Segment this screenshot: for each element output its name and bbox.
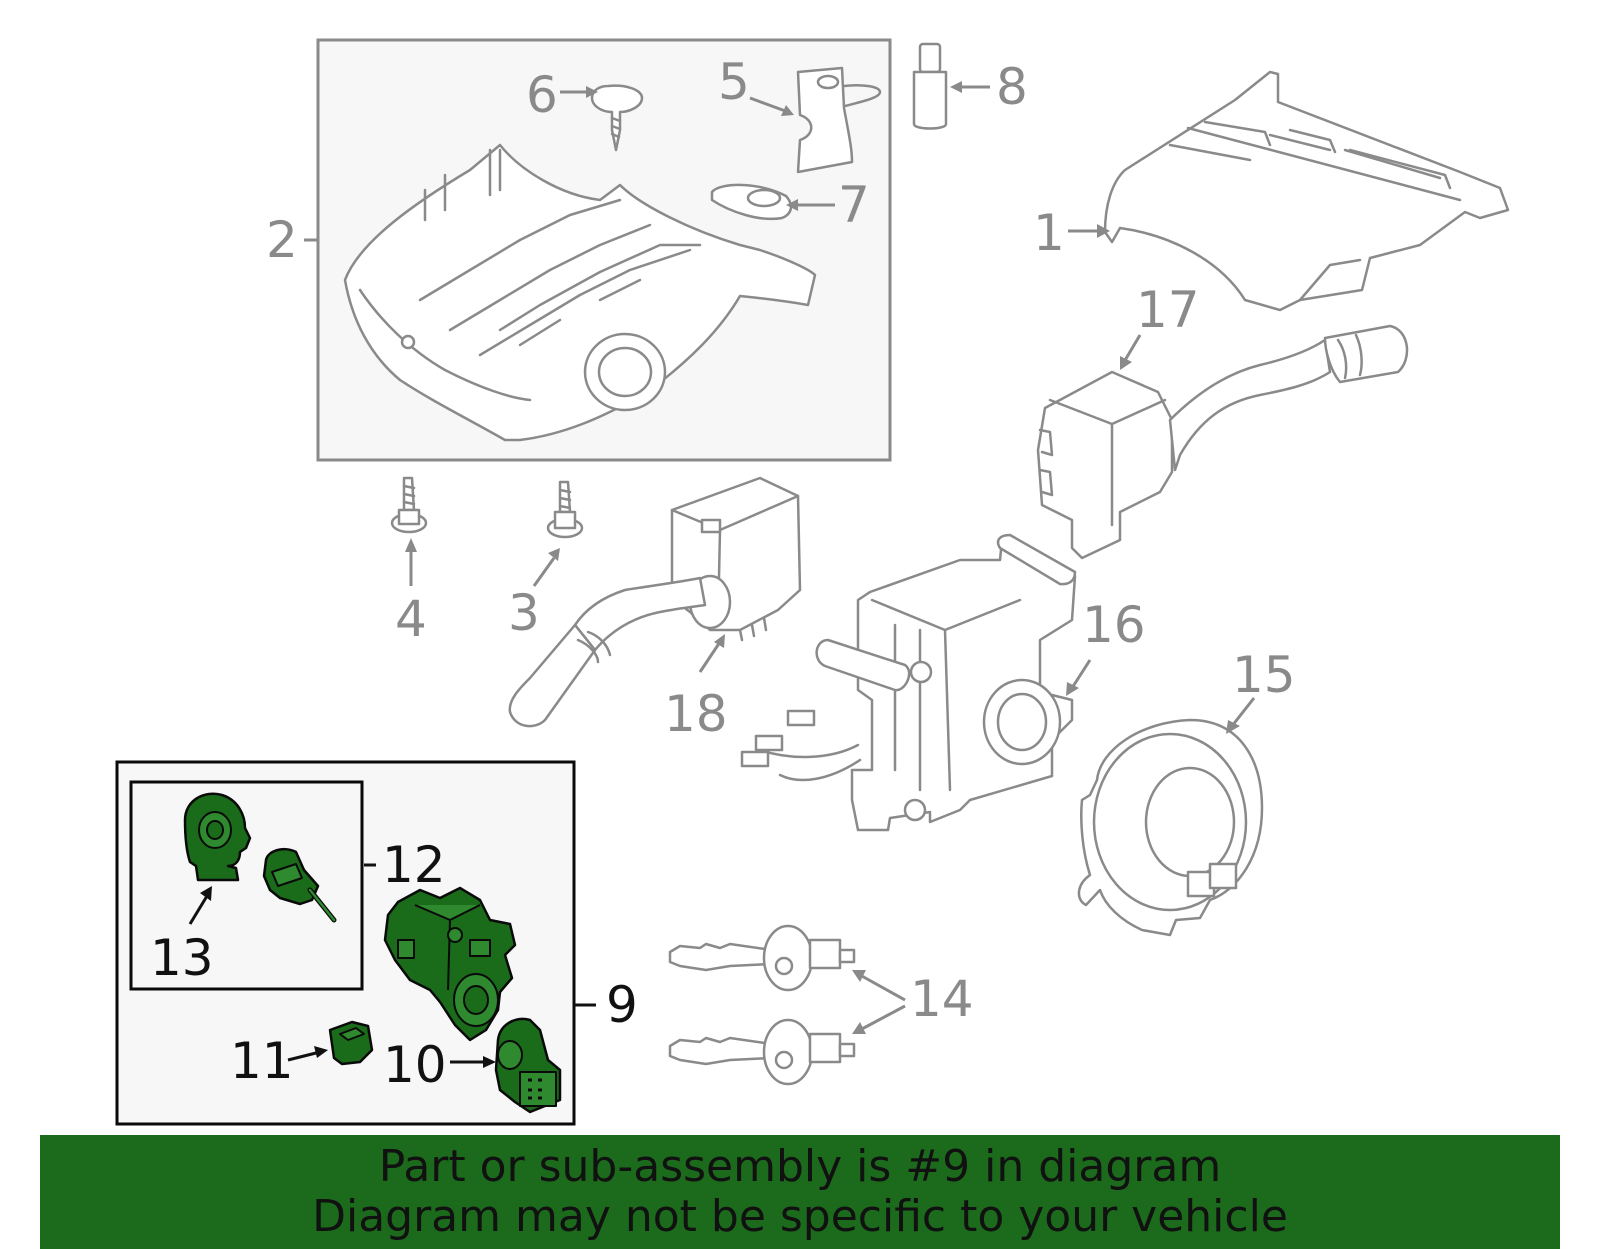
label-2: 2 <box>266 211 298 269</box>
part-14-key-upper[interactable] <box>668 924 856 992</box>
part-15-clock-spring[interactable] <box>1077 718 1264 937</box>
part-18-turn-signal-switch[interactable] <box>508 476 802 728</box>
part-14-key-lower[interactable] <box>668 1018 856 1086</box>
part-16-column-housing[interactable] <box>740 533 1077 832</box>
footer-banner: Part or sub-assembly is #9 in diagram Di… <box>40 1135 1560 1249</box>
label-5: 5 <box>718 53 750 111</box>
label-4: 4 <box>395 590 427 648</box>
label-18: 18 <box>664 685 728 743</box>
part-11-connector[interactable] <box>328 1020 374 1066</box>
part-9-ignition-lock-housing[interactable] <box>383 886 517 1042</box>
part-10-ignition-switch[interactable] <box>494 1017 562 1114</box>
part-3-bolt[interactable] <box>546 480 584 539</box>
part-1-upper-shroud[interactable] <box>1103 70 1510 312</box>
label-7: 7 <box>838 176 870 234</box>
part-4-bolt[interactable] <box>390 476 428 534</box>
part-8-pin[interactable] <box>912 42 948 130</box>
label-17: 17 <box>1136 281 1200 339</box>
label-11: 11 <box>230 1032 294 1090</box>
label-1: 1 <box>1033 204 1065 262</box>
footer-line-part-note: Part or sub-assembly is #9 in diagram <box>378 1141 1222 1192</box>
label-6: 6 <box>526 66 558 124</box>
label-9: 9 <box>606 976 638 1034</box>
part-2-lower-shroud[interactable] <box>343 143 817 442</box>
part-7-cap[interactable] <box>710 183 793 221</box>
label-14: 14 <box>910 970 974 1028</box>
footer-line-disclaimer: Diagram may not be specific to your vehi… <box>312 1191 1288 1242</box>
part-17-wiper-switch[interactable] <box>1036 324 1409 560</box>
label-10: 10 <box>383 1036 447 1094</box>
label-12: 12 <box>382 836 446 894</box>
label-13: 13 <box>150 929 214 987</box>
part-13-transponder-ring[interactable] <box>183 792 252 882</box>
label-16: 16 <box>1082 596 1146 654</box>
part-5-bracket[interactable] <box>796 66 882 174</box>
label-3: 3 <box>508 584 540 642</box>
label-15: 15 <box>1232 646 1296 704</box>
part-12-switch-component[interactable] <box>262 848 337 923</box>
label-8: 8 <box>996 58 1028 116</box>
